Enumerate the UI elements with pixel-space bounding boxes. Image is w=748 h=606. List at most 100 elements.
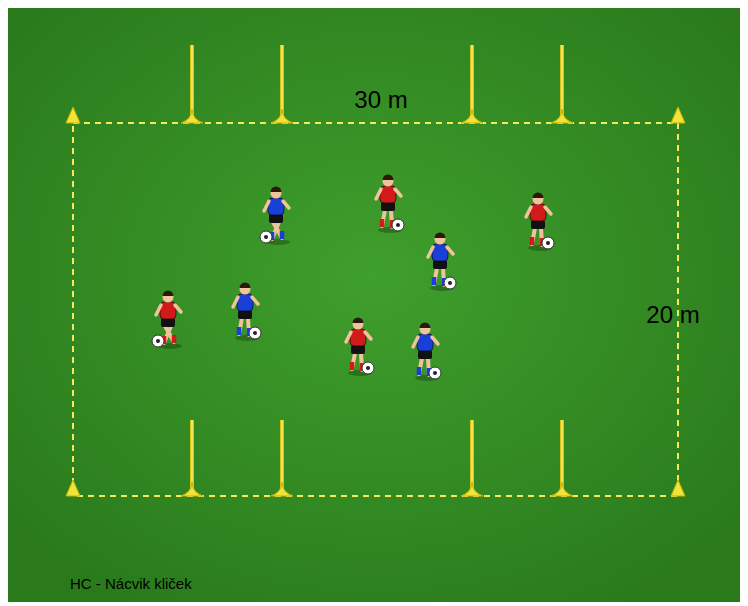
- pole-base: [461, 109, 483, 123]
- player: [376, 175, 404, 234]
- leg: [382, 210, 385, 226]
- pole-base: [271, 109, 293, 123]
- dimension-label: 30 m: [354, 88, 407, 112]
- ball-patch: [396, 223, 400, 227]
- arm: [395, 189, 401, 196]
- slalom-pole: [190, 420, 194, 490]
- player: [413, 323, 441, 382]
- area-boundary: [73, 123, 678, 496]
- players: [152, 175, 554, 382]
- grass: [8, 8, 740, 602]
- arm: [264, 201, 269, 211]
- marker-cone: [66, 480, 80, 496]
- player: [233, 283, 261, 341]
- arm: [413, 337, 418, 347]
- arm: [545, 207, 551, 214]
- shorts: [381, 202, 395, 211]
- leg: [164, 326, 171, 343]
- ball-patch: [448, 281, 452, 285]
- arm: [175, 305, 181, 312]
- marker-cone: [671, 107, 685, 123]
- arm: [526, 207, 531, 217]
- head: [533, 194, 544, 205]
- arm: [428, 247, 433, 257]
- marker-cone: [671, 480, 685, 496]
- ball: [542, 237, 554, 249]
- ball-patch: [366, 366, 370, 370]
- ball: [444, 277, 456, 289]
- leg: [419, 358, 422, 374]
- hair: [420, 323, 431, 329]
- slalom-pole: [470, 45, 474, 117]
- shorts: [531, 220, 545, 229]
- ball-patch: [253, 331, 257, 335]
- pole-base: [181, 109, 203, 123]
- hair: [271, 187, 282, 193]
- ball-patch: [264, 235, 268, 239]
- player: [526, 193, 554, 252]
- leg: [434, 268, 437, 284]
- pole-base: [551, 109, 573, 123]
- caption-note: HC - Nácvik kliček: [70, 576, 192, 591]
- head: [163, 292, 174, 303]
- shorts: [351, 345, 365, 354]
- arm: [447, 247, 453, 254]
- ball: [392, 219, 404, 231]
- sock: [350, 362, 355, 370]
- sock: [172, 335, 177, 343]
- arm: [346, 332, 351, 342]
- slalom-pole: [560, 45, 564, 117]
- marker-cone: [66, 107, 80, 123]
- hair: [533, 193, 544, 199]
- shorts: [161, 318, 175, 327]
- dimension-label: 20 m: [646, 303, 699, 327]
- arm: [432, 337, 438, 344]
- hair: [163, 291, 174, 297]
- ball-patch: [546, 241, 550, 245]
- sock: [417, 367, 422, 375]
- ball: [362, 362, 374, 374]
- slalom-pole: [560, 420, 564, 490]
- player: [152, 291, 182, 350]
- sock: [380, 219, 385, 227]
- hair: [240, 283, 251, 288]
- sock: [530, 237, 535, 245]
- leg: [272, 222, 279, 239]
- leg: [352, 353, 355, 369]
- shorts: [418, 350, 432, 359]
- ball: [152, 335, 164, 347]
- shorts: [238, 310, 252, 319]
- leg: [165, 326, 174, 342]
- player: [428, 233, 456, 292]
- pole-base: [551, 482, 573, 496]
- slalom-pole: [190, 45, 194, 117]
- head: [435, 234, 446, 245]
- head: [240, 284, 251, 295]
- ball: [260, 231, 272, 243]
- pole-base: [461, 482, 483, 496]
- shorts: [269, 214, 283, 223]
- arm: [283, 201, 289, 208]
- ball: [429, 367, 441, 379]
- cones: [66, 45, 685, 496]
- player: [346, 318, 374, 376]
- pole-base: [181, 482, 203, 496]
- hair: [435, 233, 446, 239]
- slalom-pole: [280, 420, 284, 490]
- arm: [252, 297, 258, 304]
- sock: [280, 231, 285, 239]
- sock: [432, 277, 437, 285]
- leg: [239, 318, 242, 334]
- slalom-pole: [280, 45, 284, 117]
- ball-patch: [156, 339, 160, 343]
- pole-base: [271, 482, 293, 496]
- slalom-pole: [470, 420, 474, 490]
- arm: [156, 305, 161, 315]
- sock: [237, 327, 242, 335]
- head: [383, 176, 394, 187]
- player: [260, 187, 290, 246]
- ball-patch: [433, 371, 437, 375]
- head: [353, 319, 364, 330]
- head: [271, 188, 282, 199]
